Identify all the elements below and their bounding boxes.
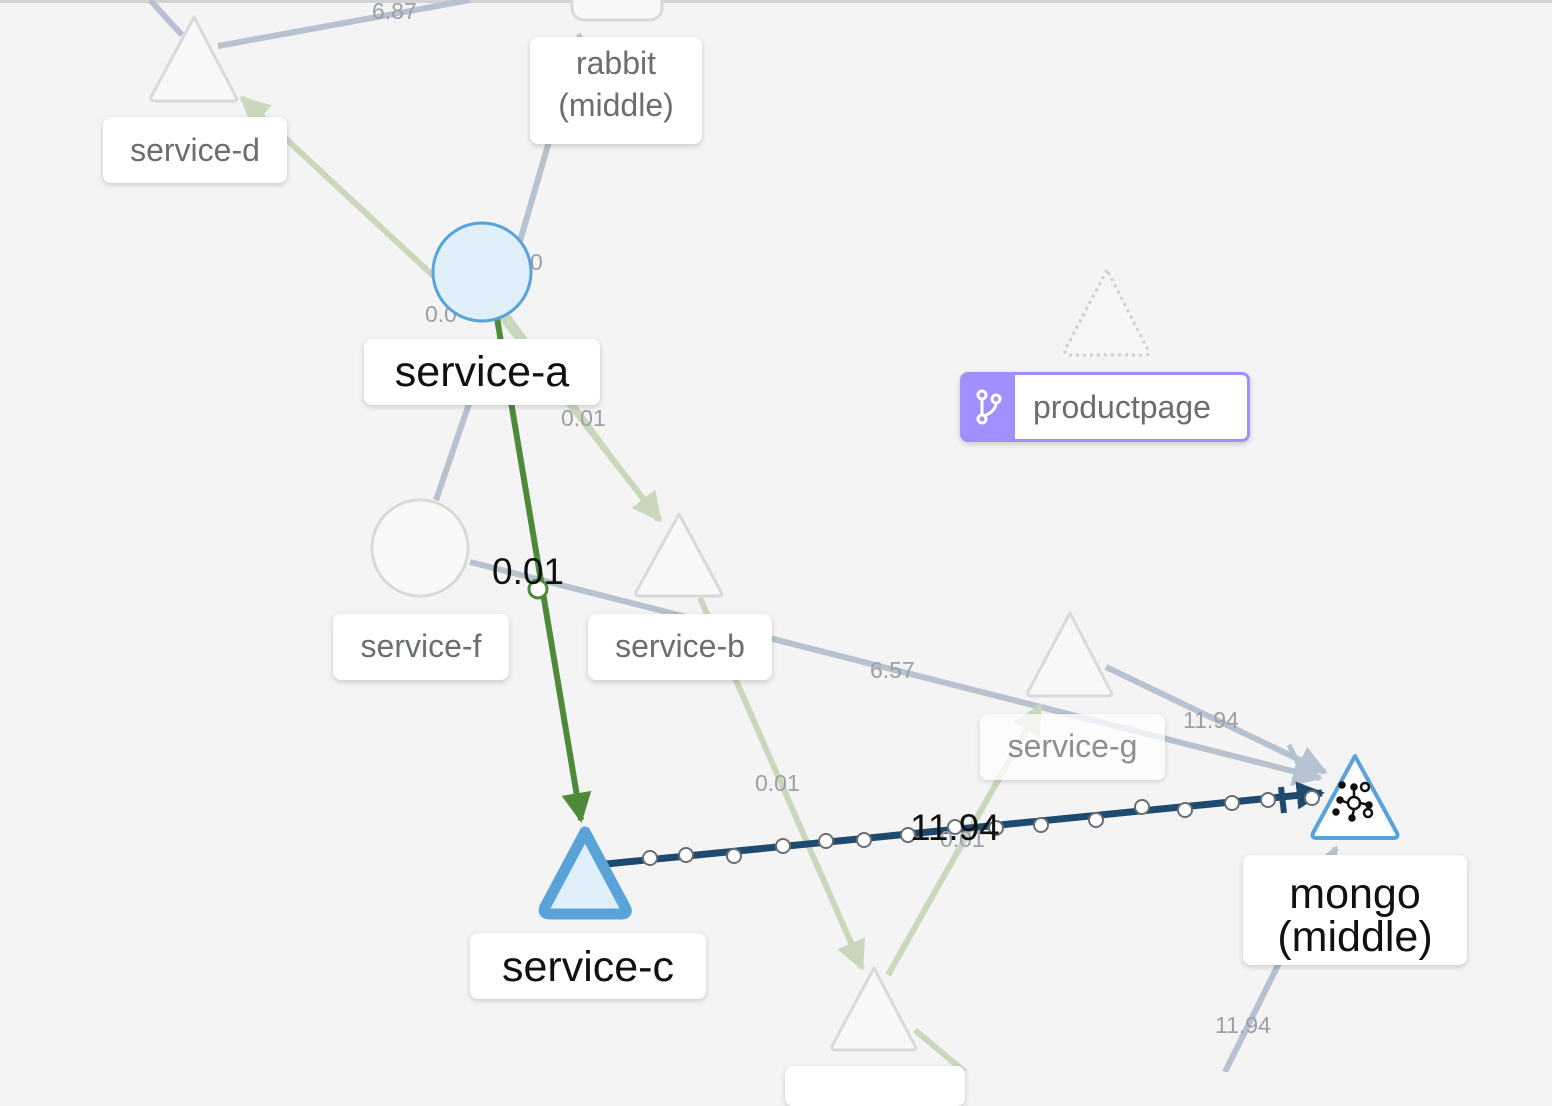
mongo-label[interactable]: mongo (middle) bbox=[1243, 855, 1467, 965]
branch-icon bbox=[963, 375, 1015, 439]
edge-label-top-d: 6.87 bbox=[372, 0, 417, 24]
edge-label-c-mongo-under: 0.01 bbox=[940, 826, 985, 852]
edge-label-g-mongo: 11.94 bbox=[1183, 707, 1239, 733]
edge-label-bottom-mongo: 11.94 bbox=[1215, 1012, 1271, 1038]
productpage-label: productpage bbox=[1033, 388, 1211, 425]
bottom-node-label-partial bbox=[785, 1066, 965, 1106]
rabbit-node-partial[interactable] bbox=[570, 0, 664, 22]
edge-g-mongo[interactable] bbox=[1104, 664, 1328, 775]
service-a-label[interactable]: service-a bbox=[364, 339, 600, 405]
service-d-label[interactable]: service-d bbox=[103, 117, 287, 183]
mongo-label-line2: (middle) bbox=[1277, 913, 1433, 961]
rabbit-label-line2: (middle) bbox=[558, 86, 674, 123]
edge-c-mongo[interactable] bbox=[605, 781, 1325, 868]
productpage-box[interactable]: productpage bbox=[960, 372, 1250, 442]
edge-bottom-right[interactable] bbox=[913, 1027, 967, 1072]
productpage-ghost-node[interactable] bbox=[1063, 268, 1151, 357]
traffic-dots bbox=[642, 790, 1320, 866]
service-g-label[interactable]: service-g bbox=[980, 714, 1165, 780]
service-c-label[interactable]: service-c bbox=[470, 933, 706, 999]
top-border bbox=[0, 0, 1552, 3]
edge-a-f[interactable] bbox=[433, 394, 475, 501]
edge-c-mongo-tick bbox=[1278, 786, 1287, 814]
service-c-node[interactable] bbox=[538, 826, 632, 920]
edge-label-c-mongo: 11.94 bbox=[910, 807, 1000, 848]
service-d-node[interactable] bbox=[149, 15, 239, 103]
edge-label-b-bottom: 0.01 bbox=[755, 770, 800, 796]
bottom-node[interactable] bbox=[830, 966, 918, 1052]
service-graph[interactable]: 6.87 0.0 0 0.01 6.57 11.94 0.01 0.01 11.… bbox=[0, 0, 1552, 1072]
edge-label-f-mongo: 6.57 bbox=[870, 657, 915, 683]
edge-f-mongo-tick1 bbox=[1286, 743, 1303, 769]
edge-top-left[interactable] bbox=[147, 0, 185, 38]
service-b-label[interactable]: service-b bbox=[588, 614, 772, 680]
service-g-node[interactable] bbox=[1026, 611, 1114, 698]
edge-label-a-rabbit: 0 bbox=[530, 249, 543, 275]
service-f-label[interactable]: service-f bbox=[333, 614, 509, 680]
rabbit-label[interactable]: rabbit (middle) bbox=[530, 37, 702, 144]
edge-label-a-b: 0.01 bbox=[561, 405, 606, 431]
service-f-node[interactable] bbox=[370, 498, 470, 598]
edge-a-c-dot bbox=[527, 578, 549, 600]
edge-label-a-c: 0.01 bbox=[492, 551, 564, 592]
edge-d-top[interactable] bbox=[217, 0, 471, 49]
service-entry-icon bbox=[1332, 781, 1374, 822]
edge-f-mongo[interactable] bbox=[469, 559, 1323, 786]
service-a-node[interactable] bbox=[431, 221, 533, 323]
mongo-label-line1: mongo bbox=[1289, 870, 1421, 918]
rabbit-label-line1: rabbit bbox=[575, 45, 657, 81]
service-b-node[interactable] bbox=[634, 512, 724, 598]
